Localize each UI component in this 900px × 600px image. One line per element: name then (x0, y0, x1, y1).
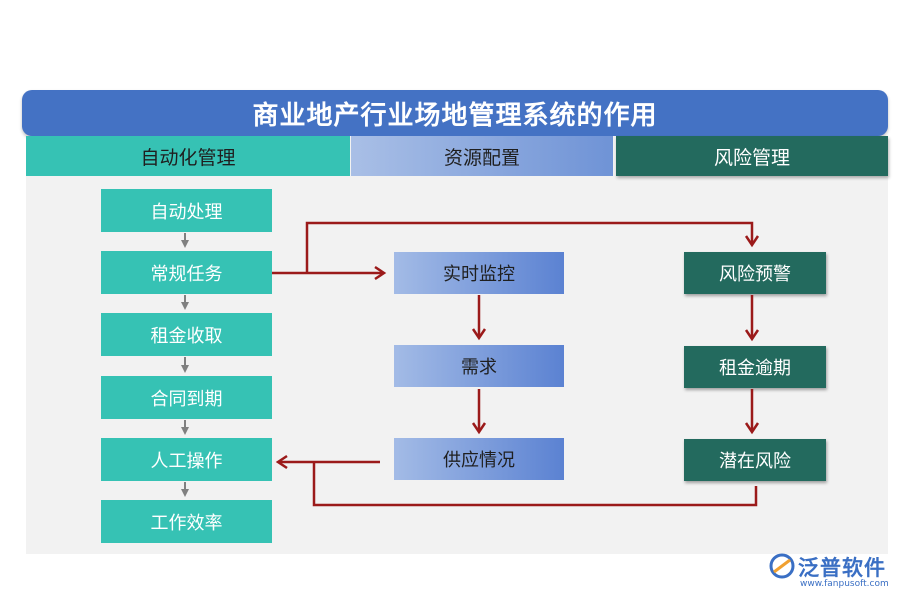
node-rent-collection: 租金收取 (101, 313, 272, 356)
node-realtime-monitor: 实时监控 (394, 252, 564, 294)
node-supply: 供应情况 (394, 438, 564, 480)
logo-name: 泛普软件 (798, 556, 886, 580)
node-demand: 需求 (394, 345, 564, 387)
node-contract-expiry: 合同到期 (101, 376, 272, 419)
header-resource: 资源配置 (351, 136, 613, 176)
node-auto-process: 自动处理 (101, 189, 272, 232)
logo-mark-icon (769, 553, 795, 579)
node-work-efficiency: 工作效率 (101, 500, 272, 543)
fanpu-logo: 泛普软件 www.fanpusoft.com (768, 552, 893, 596)
red-flow-arrows (272, 221, 760, 507)
node-routine-task: 常规任务 (101, 251, 272, 294)
header-automation: 自动化管理 (26, 136, 350, 176)
header-risk: 风险管理 (616, 136, 888, 176)
node-risk-warning: 风险预警 (684, 252, 826, 294)
node-rent-overdue: 租金逾期 (684, 346, 826, 388)
diagram-title: 商业地产行业场地管理系统的作用 (22, 90, 888, 136)
node-manual-operation: 人工操作 (101, 438, 272, 481)
node-potential-risk: 潜在风险 (684, 439, 826, 481)
logo-url: www.fanpusoft.com (800, 579, 889, 589)
